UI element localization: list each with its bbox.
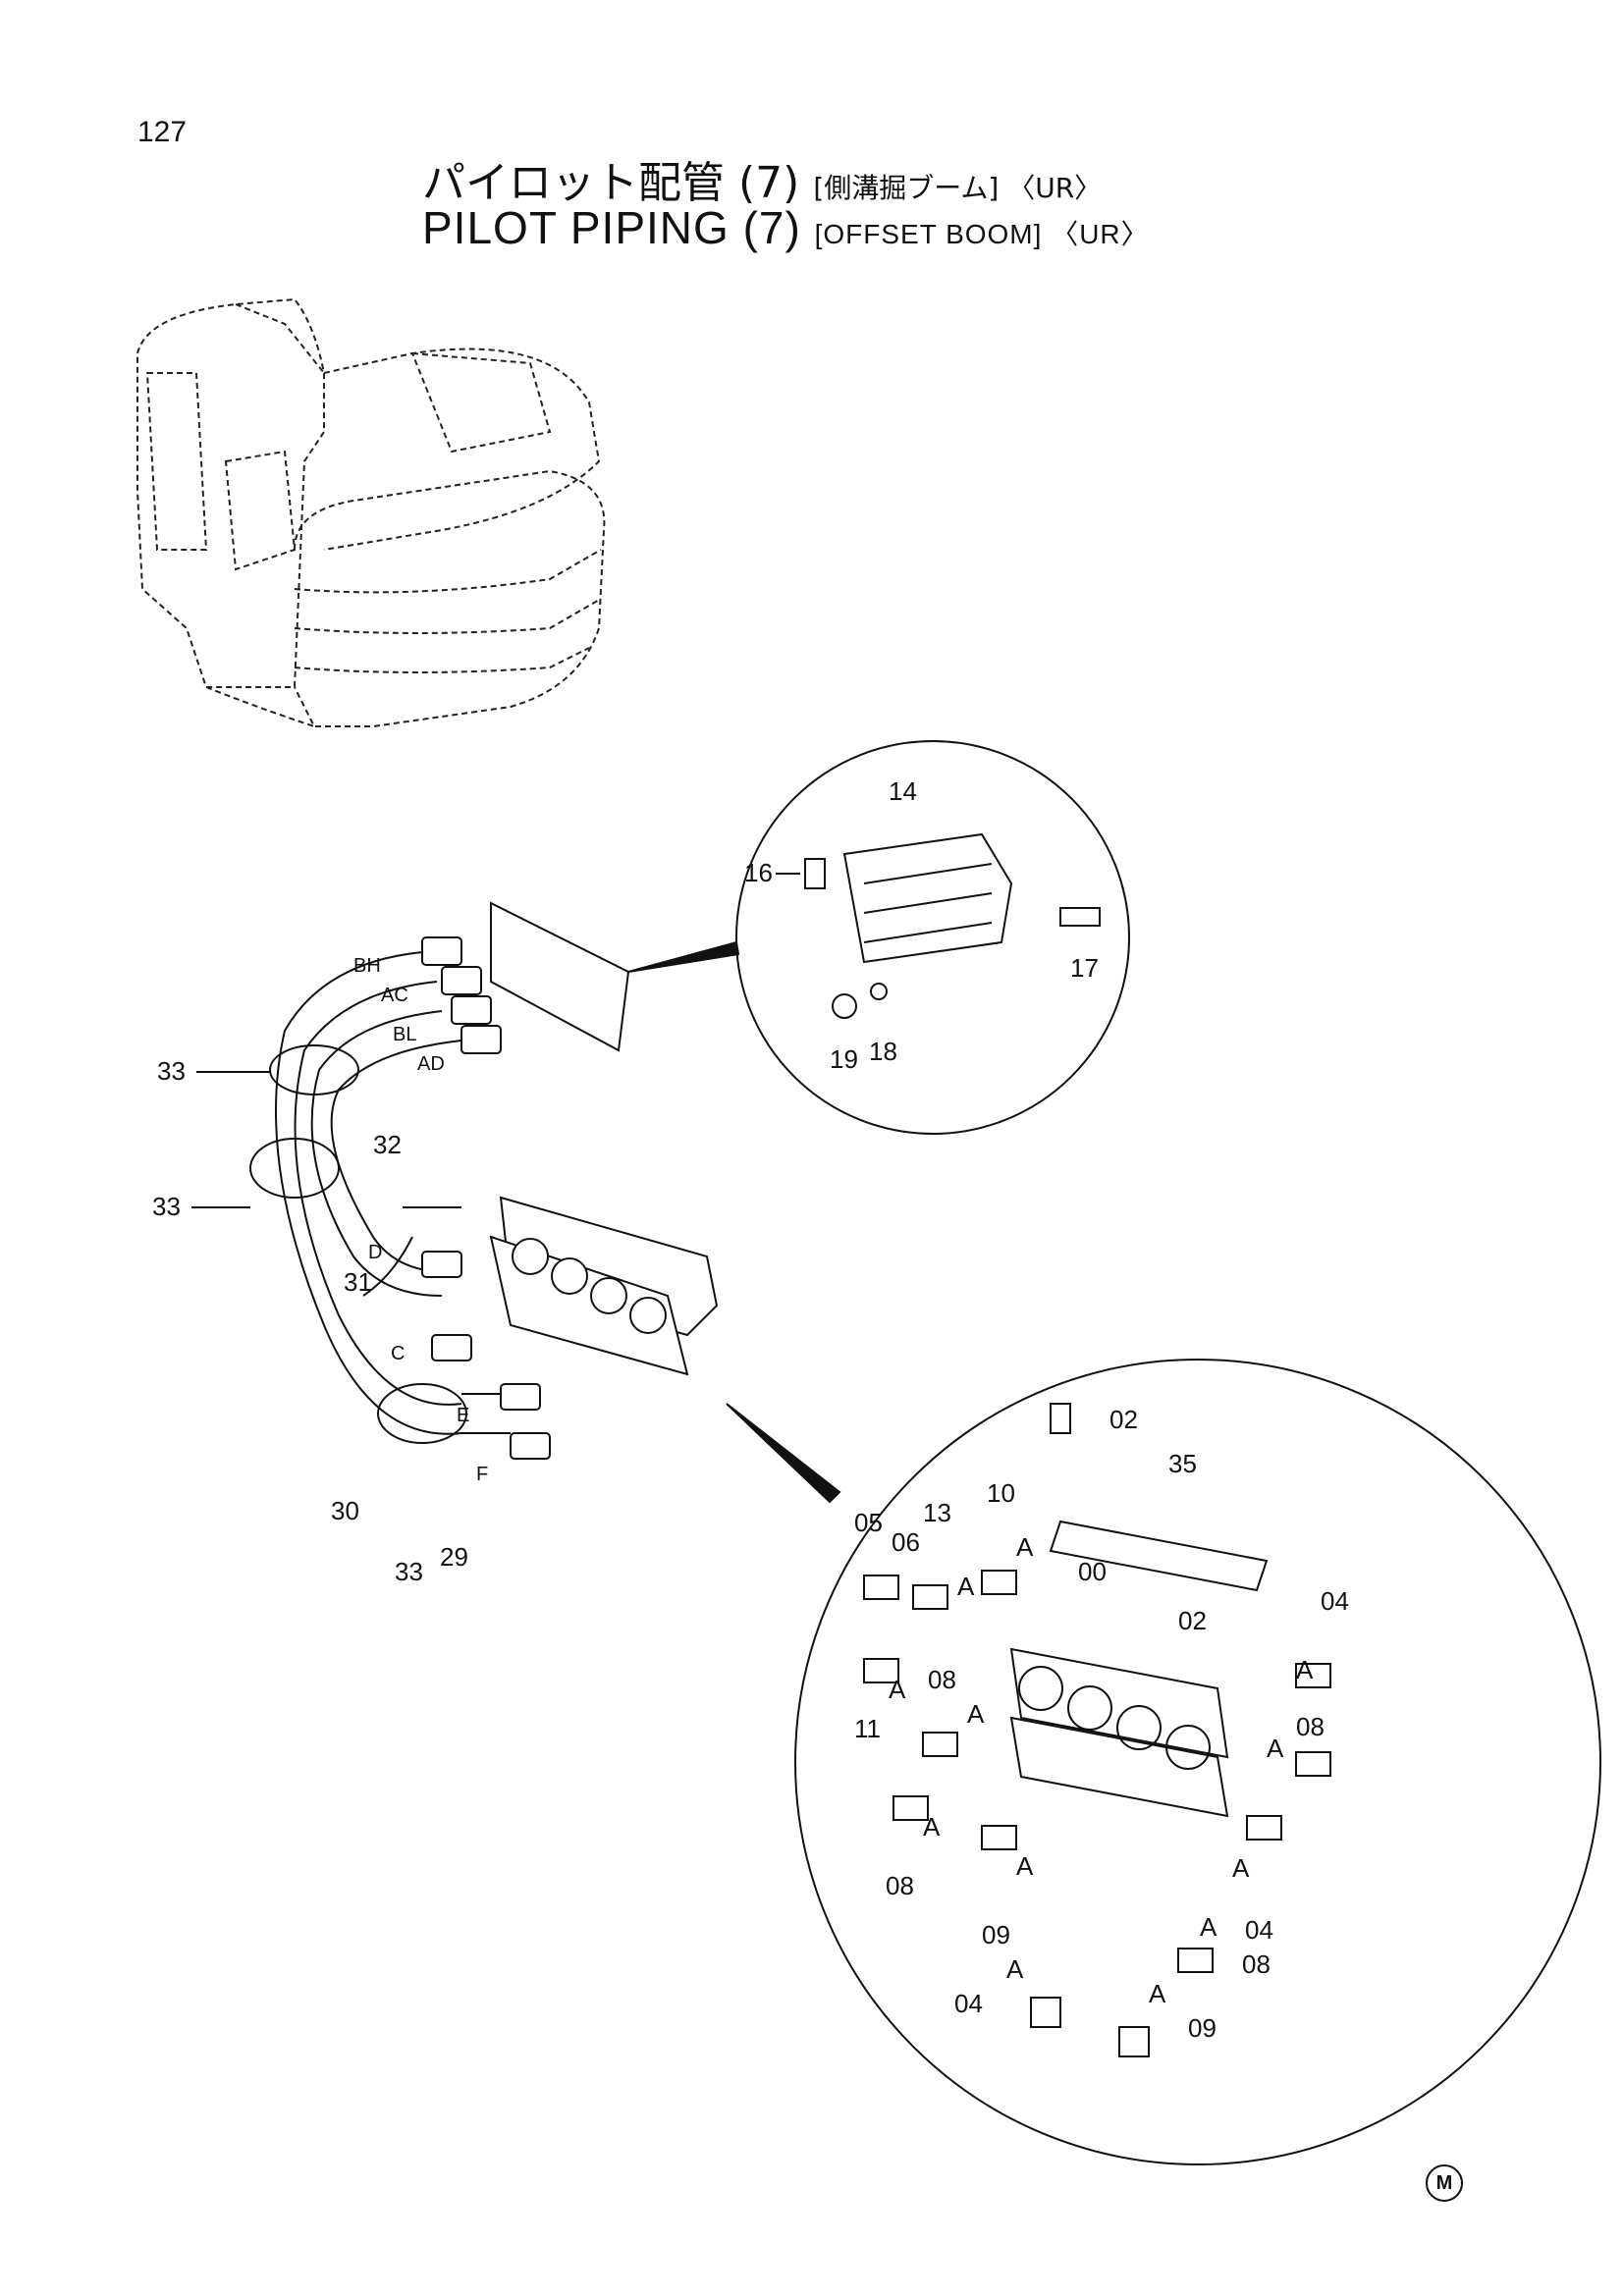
callout-33-top: 33 xyxy=(157,1056,186,1086)
title-japanese: パイロット配管 (7) [側溝掘ブーム] 〈UR〉 xyxy=(422,147,1102,210)
callout-32: 32 xyxy=(373,1130,402,1159)
callout-33-mid: 33 xyxy=(152,1192,181,1221)
port-labels: BH AC BL AD D C E F xyxy=(353,955,488,1485)
callout-00: 00 xyxy=(1078,1557,1107,1586)
detail-circle-lower xyxy=(726,1359,1601,2165)
section-mark-a-10: A xyxy=(1200,1912,1217,1942)
section-mark-a-9: A xyxy=(1232,1853,1250,1883)
port-bh: BH xyxy=(353,955,381,977)
port-e: E xyxy=(457,1405,469,1426)
callout-05: 05 xyxy=(854,1508,883,1537)
callout-31: 31 xyxy=(344,1267,372,1297)
callout-11: 11 xyxy=(854,1714,881,1743)
callout-02-mid: 02 xyxy=(1178,1606,1207,1635)
title-jp-main: パイロット配管 (7) xyxy=(422,158,800,208)
section-mark-a-3: A xyxy=(1296,1655,1314,1684)
title-en-main: PILOT PIPING (7) xyxy=(422,202,801,253)
callout-33-bottom: 33 xyxy=(395,1557,423,1586)
callout-17: 17 xyxy=(1070,953,1099,983)
lower-detail-callouts: 02 35 10 13 05 06 00 02 04 11 08 08 08 0… xyxy=(854,1405,1349,2043)
title-en-qualifier: [OFFSET BOOM] 〈UR〉 xyxy=(814,219,1150,249)
callout-04-bottom: 04 xyxy=(954,1989,983,2018)
callout-08-d: 08 xyxy=(1242,1949,1271,1979)
section-mark-a-5: A xyxy=(967,1699,985,1729)
port-ad: AD xyxy=(417,1053,445,1075)
callout-04-lowright: 04 xyxy=(1245,1915,1273,1945)
section-mark-a-4: A xyxy=(889,1675,906,1704)
callout-08-a: 08 xyxy=(928,1665,956,1694)
port-c: C xyxy=(391,1343,405,1364)
callout-29: 29 xyxy=(440,1542,468,1572)
port-bl: BL xyxy=(393,1024,416,1045)
callout-10: 10 xyxy=(987,1478,1015,1508)
port-f: F xyxy=(476,1464,488,1485)
section-mark-a-8: A xyxy=(1016,1851,1034,1881)
main-callouts: 33 33 32 31 30 33 29 xyxy=(152,1056,468,1586)
section-mark-a-1: A xyxy=(1016,1532,1034,1562)
callout-18: 18 xyxy=(869,1037,897,1066)
callout-09-left: 09 xyxy=(982,1920,1010,1949)
callout-09-bottom: 09 xyxy=(1188,2013,1217,2043)
section-mark-a-12: A xyxy=(1149,1979,1166,2008)
callout-30: 30 xyxy=(331,1496,359,1525)
callout-02-top: 02 xyxy=(1109,1405,1138,1434)
detail-circle-upper xyxy=(627,740,1130,1135)
section-mark-a-7: A xyxy=(923,1812,941,1842)
callout-08-b: 08 xyxy=(1296,1712,1325,1741)
callout-13: 13 xyxy=(923,1498,951,1527)
callout-08-c: 08 xyxy=(886,1871,914,1900)
upper-fittings xyxy=(421,901,630,1054)
callout-06: 06 xyxy=(892,1527,920,1557)
title-english: PILOT PIPING (7) [OFFSET BOOM] 〈UR〉 xyxy=(422,201,1150,254)
port-ac: AC xyxy=(381,985,408,1006)
page-number: 127 xyxy=(137,116,188,148)
maker-mark: M xyxy=(1426,2164,1463,2202)
callout-19: 19 xyxy=(830,1044,858,1074)
callout-14: 14 xyxy=(889,776,917,806)
section-mark-a-2: A xyxy=(957,1572,975,1601)
upper-detail-callouts: 14 16 17 19 18 xyxy=(744,776,1099,1074)
title-jp-qualifier: [側溝掘ブーム] 〈UR〉 xyxy=(813,172,1103,204)
callout-35: 35 xyxy=(1168,1449,1197,1478)
callout-04-right: 04 xyxy=(1321,1586,1349,1616)
section-marks: A A A A A A A A A A A A xyxy=(889,1532,1314,2008)
section-mark-a-6: A xyxy=(1267,1734,1284,1763)
excavator-outline xyxy=(136,297,606,727)
callout-16: 16 xyxy=(744,858,773,887)
section-mark-a-11: A xyxy=(1006,1954,1024,1984)
port-d: D xyxy=(368,1242,382,1263)
control-valve-main xyxy=(421,1196,719,1460)
